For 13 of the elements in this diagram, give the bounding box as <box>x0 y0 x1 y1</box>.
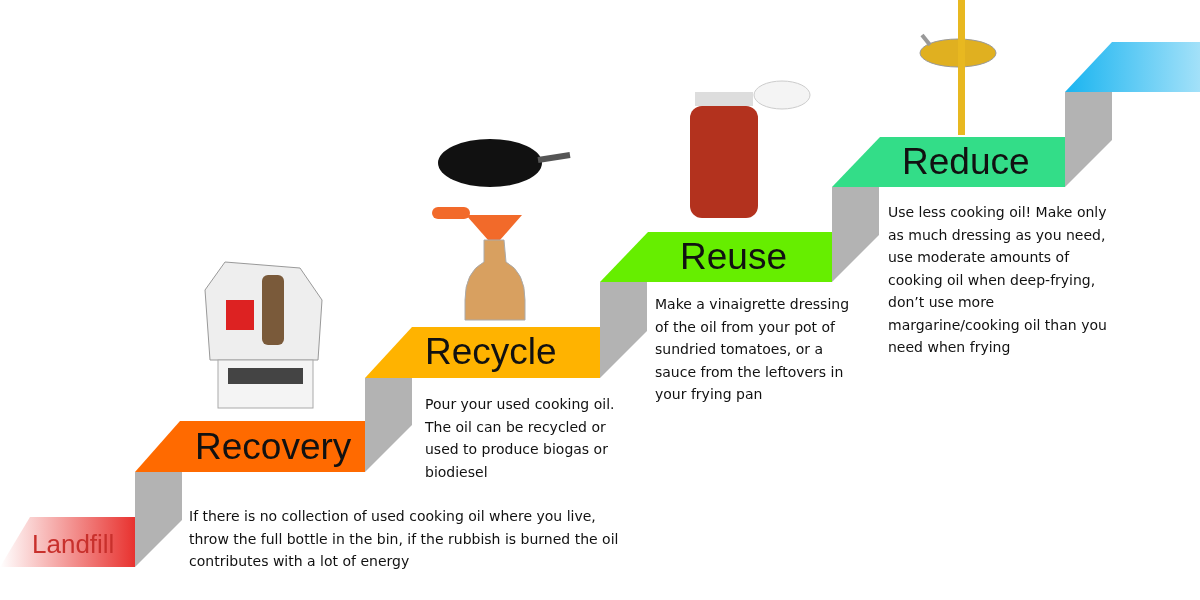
step-title: Reuse <box>680 238 787 275</box>
description-text: If there is no collection of used cooking oil where you live, throw the full bottle in the bin, if the rubbish is burned the oil contributes with a lot of energy <box>189 507 620 571</box>
stair-step <box>600 232 832 282</box>
stair-step <box>832 137 1065 187</box>
description-text: Make a vinaigrette dressing of the oil from your pot of sundried tomatoes, or a sauce from the leftovers in your frying pan <box>655 295 851 404</box>
stair-step <box>365 327 600 378</box>
description-text: Pour your used cooking oil. The oil can be recycled or used to produce biogas or biodiesel <box>425 395 616 482</box>
step-title: Recovery <box>195 428 352 465</box>
stair-step <box>1065 42 1200 92</box>
step-title: Reduce <box>902 143 1030 180</box>
step-title: Recycle <box>425 333 557 370</box>
stair-step <box>135 421 365 472</box>
description-text: Use less cooking oil! Make only as much dressing as you need, use moderate amounts of cooking oil when deep-frying, don’t use more margarine/cooking oil than you need when frying <box>888 203 1108 357</box>
